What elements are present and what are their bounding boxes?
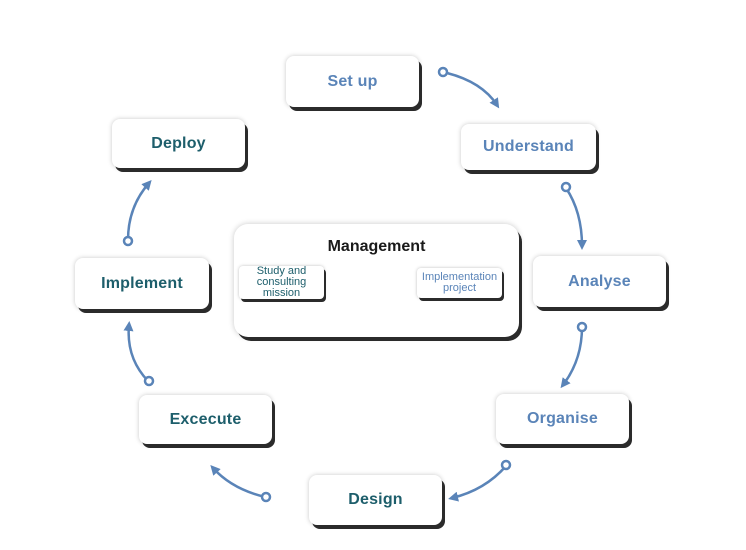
arrow-start-dot [143, 375, 155, 387]
step-setup-label: Set up [327, 72, 378, 90]
arrow-start-dot [122, 235, 134, 247]
step-organise-label: Organise [527, 410, 598, 427]
arrow-start-dot [576, 321, 588, 333]
arrow-start-dot [500, 459, 512, 471]
step-execute-label: Excecute [169, 410, 242, 428]
arrow-analyse-organise [560, 326, 584, 389]
management-panel: Management Study and consulting mission … [234, 224, 519, 337]
step-analyse-label: Analyse [568, 272, 631, 290]
step-understand: Understand [461, 124, 596, 170]
step-deploy-label: Deploy [151, 134, 206, 152]
step-understand-label: Understand [483, 138, 574, 155]
management-title: Management [327, 238, 426, 255]
arrow-execute-implement [123, 321, 149, 382]
step-design: Design [309, 475, 442, 525]
arrow-start-dot [260, 491, 272, 503]
study-consulting-box: Study and consulting mission [239, 266, 324, 299]
impl-line-1: Implementation [421, 271, 498, 283]
step-execute: Excecute [139, 395, 272, 444]
arrow-setup-understand [446, 71, 500, 109]
step-design-label: Design [348, 491, 403, 508]
study-line-2: consulting [256, 276, 307, 288]
arrow-organise-design [448, 465, 507, 502]
arrow-implement-deploy [126, 179, 152, 241]
step-organise: Organise [496, 394, 629, 444]
step-deploy: Deploy [112, 119, 245, 168]
step-analyse: Analyse [533, 256, 666, 307]
step-implement: Implement [75, 258, 209, 309]
study-line-1: Study and [256, 265, 307, 277]
study-line-3: mission [262, 287, 301, 299]
arrow-design-execute [210, 465, 266, 499]
implementation-project-box: Implementation project [417, 268, 502, 298]
step-setup: Set up [286, 56, 419, 107]
arrow-understand-analyse [564, 187, 587, 250]
arrow-start-dot [437, 66, 449, 78]
arrow-start-dot [560, 181, 572, 193]
impl-line-2: project [442, 282, 477, 294]
step-implement-label: Implement [101, 274, 183, 292]
